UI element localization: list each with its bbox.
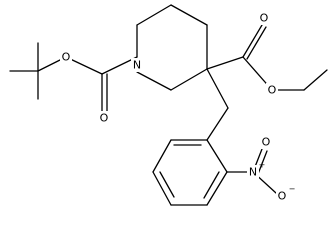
atom-labels: O O N O O N + O O − [60,11,295,203]
bond [246,26,267,60]
bond [206,56,244,70]
bond [206,171,228,206]
bond [242,24,263,58]
tert-butyl-group [9,42,67,100]
aromatic-inner-bond [203,171,220,199]
bond [206,139,228,173]
atom-label-o-nitro-double: O [262,136,271,149]
benzene-ring [152,139,228,206]
bond [136,4,172,26]
bond [170,4,208,26]
atom-label-o-ethyl-carbonyl: O [260,12,269,25]
bond [257,150,268,175]
benzyl-linker [206,68,229,141]
bond [206,68,229,109]
bond [170,68,208,91]
bond [152,171,172,206]
nitro-nitrogen-charge: + [259,161,266,170]
atom-label-o-ethyl-ester: O [268,84,277,97]
atom-label-o-nitro-single: O [278,190,287,203]
bond [206,107,229,141]
piperidine-ring [136,4,208,91]
atom-label-o-boc-ester: O [62,51,71,64]
atom-label-o-boc-carbonyl: O [100,112,109,125]
bond [136,71,172,91]
bond [303,69,328,91]
aromatic-inner-bond [159,171,175,198]
atom-label-n-nitro: N [249,166,257,179]
atom-label-n-ring: N [133,59,141,72]
bond [152,139,172,173]
boc-carbamate-group [65,56,138,112]
ethyl-ester-group [206,24,328,91]
nitro-oxygen-charge: − [289,185,296,194]
chemical-structure-diagram: O O N O O N + O O − [9,4,328,206]
